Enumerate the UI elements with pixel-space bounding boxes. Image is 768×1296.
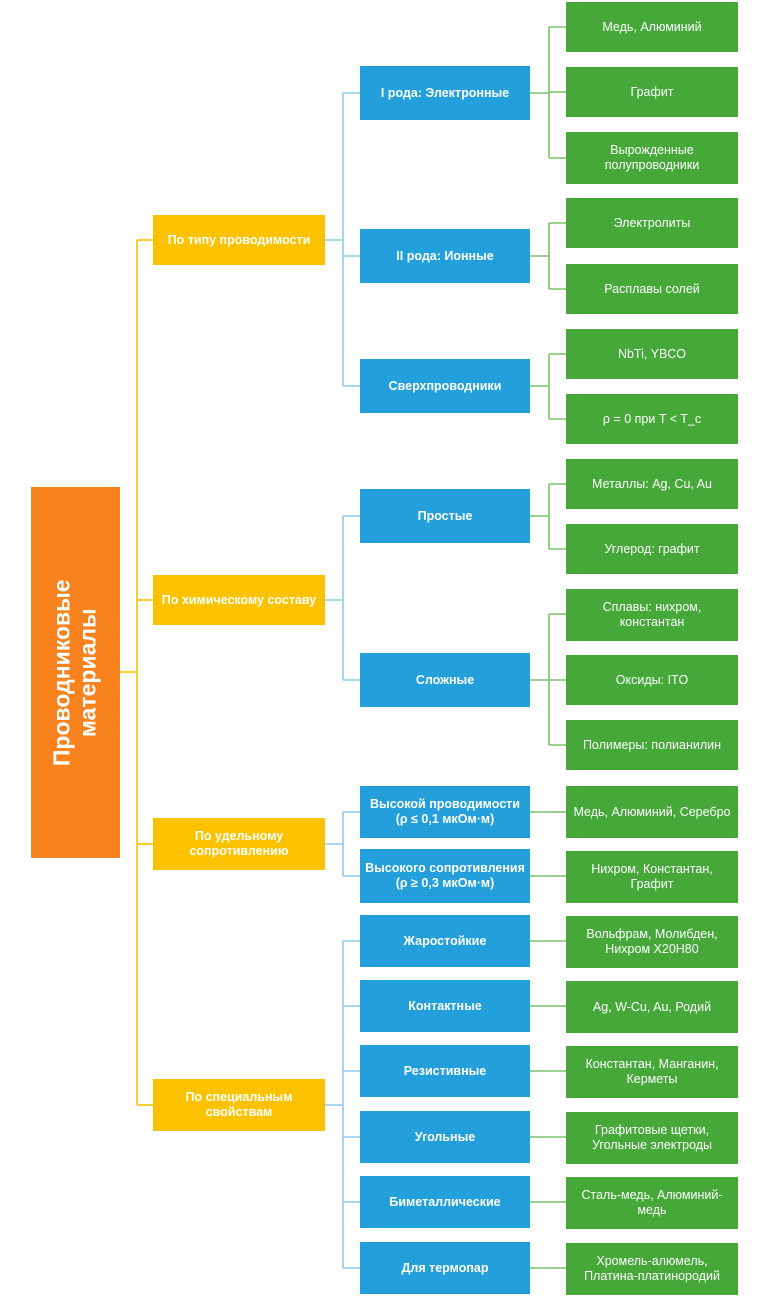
category-node-heat-resistant[interactable]: Жаростойкие xyxy=(360,915,530,967)
leaf-label: Графит xyxy=(630,84,674,99)
leaf-node[interactable]: Оксиды: ITO xyxy=(566,655,738,705)
category-label: II рода: Ионные xyxy=(396,248,494,263)
category-label: Биметаллические xyxy=(389,1194,501,1209)
leaf-label: Электролиты xyxy=(613,215,691,230)
leaf-label: Сталь-медь, Алюминий-медь xyxy=(581,1188,723,1217)
leaf-label: Медь, Алюминий xyxy=(602,19,702,34)
category-label: Угольные xyxy=(414,1129,476,1144)
leaf-label: Углерод: графит xyxy=(604,541,700,556)
leaf-node[interactable]: ρ = 0 при T < T_c xyxy=(566,394,738,444)
leaf-label: Нихром, Константан, Графит xyxy=(591,862,713,891)
category-label: Простые xyxy=(417,508,473,523)
category-node-high-resistance[interactable]: Высокого сопротивления (ρ ≥ 0,3 мкОм·м) xyxy=(360,849,530,903)
leaf-node[interactable]: Медь, Алюминий xyxy=(566,2,738,52)
category-node-contact[interactable]: Контактные xyxy=(360,980,530,1032)
branch-node-chemical-composition[interactable]: По химическому составу xyxy=(153,575,325,625)
category-node-complex[interactable]: Сложные xyxy=(360,653,530,707)
category-label: Высокой проводимости (ρ ≤ 0,1 мкОм·м) xyxy=(370,797,520,826)
leaf-label: Оксиды: ITO xyxy=(615,672,689,687)
leaf-label: Графитовые щетки, Угольные электроды xyxy=(591,1123,713,1152)
branch-label: По типу проводимости xyxy=(167,232,311,247)
branch-node-conductivity-type[interactable]: По типу проводимости xyxy=(153,215,325,265)
branch-label: По удельному сопротивлению xyxy=(189,829,289,858)
leaf-node[interactable]: Сплавы: нихром, константан xyxy=(566,589,738,641)
leaf-label: Медь, Алюминий, Серебро xyxy=(573,804,731,819)
leaf-label: ρ = 0 при T < T_c xyxy=(602,411,702,426)
category-label: Высокого сопротивления (ρ ≥ 0,3 мкОм·м) xyxy=(365,861,525,890)
category-label: Для термопар xyxy=(401,1260,489,1275)
category-node-electronic[interactable]: I рода: Электронные xyxy=(360,66,530,120)
category-node-thermocouple[interactable]: Для термопар xyxy=(360,1242,530,1294)
leaf-label: Вырожденные полупроводники xyxy=(604,143,700,172)
leaf-label: Константан, Манганин, Керметы xyxy=(585,1057,719,1086)
leaf-label: Вольфрам, Молибден, Нихром Х20Н80 xyxy=(586,927,718,956)
category-label: Сверхпроводники xyxy=(388,378,502,393)
leaf-label: Сплавы: нихром, константан xyxy=(602,600,702,629)
category-node-resistive[interactable]: Резистивные xyxy=(360,1045,530,1097)
category-node-carbon[interactable]: Угольные xyxy=(360,1111,530,1163)
leaf-node[interactable]: Сталь-медь, Алюминий-медь xyxy=(566,1177,738,1229)
leaf-node[interactable]: Электролиты xyxy=(566,198,738,248)
leaf-label: Хромель-алюмель, Платина-платинородий xyxy=(584,1254,720,1283)
leaf-node[interactable]: Нихром, Константан, Графит xyxy=(566,851,738,903)
leaf-label: Расплавы солей xyxy=(604,281,700,296)
leaf-label: Металлы: Ag, Cu, Au xyxy=(592,476,712,491)
leaf-node[interactable]: NbTi, YBCO xyxy=(566,329,738,379)
leaf-node[interactable]: Металлы: Ag, Cu, Au xyxy=(566,459,738,509)
branch-node-special-properties[interactable]: По специальным свойствам xyxy=(153,1079,325,1131)
leaf-node[interactable]: Вырожденные полупроводники xyxy=(566,132,738,184)
category-label: I рода: Электронные xyxy=(380,85,510,100)
branch-label: По специальным свойствам xyxy=(185,1090,293,1119)
category-node-bimetallic[interactable]: Биметаллические xyxy=(360,1176,530,1228)
leaf-label: NbTi, YBCO xyxy=(617,346,687,361)
leaf-node[interactable]: Графит xyxy=(566,67,738,117)
branch-node-resistivity[interactable]: По удельному сопротивлению xyxy=(153,818,325,870)
category-label: Контактные xyxy=(408,998,482,1013)
category-label: Жаростойкие xyxy=(403,933,487,948)
category-node-simple[interactable]: Простые xyxy=(360,489,530,543)
leaf-node[interactable]: Хромель-алюмель, Платина-платинородий xyxy=(566,1243,738,1295)
leaf-node[interactable]: Медь, Алюминий, Серебро xyxy=(566,786,738,838)
leaf-node[interactable]: Полимеры: полианилин xyxy=(566,720,738,770)
leaf-node[interactable]: Ag, W-Cu, Au, Родий xyxy=(566,981,738,1033)
leaf-node[interactable]: Константан, Манганин, Керметы xyxy=(566,1046,738,1098)
category-label: Резистивные xyxy=(403,1063,487,1078)
leaf-label: Ag, W-Cu, Au, Родий xyxy=(592,999,712,1014)
leaf-node[interactable]: Вольфрам, Молибден, Нихром Х20Н80 xyxy=(566,916,738,968)
category-label: Сложные xyxy=(415,672,475,687)
leaf-node[interactable]: Расплавы солей xyxy=(566,264,738,314)
branch-label: По химическому составу xyxy=(161,592,317,607)
leaf-node[interactable]: Графитовые щетки, Угольные электроды xyxy=(566,1112,738,1164)
leaf-node[interactable]: Углерод: графит xyxy=(566,524,738,574)
category-node-high-conductivity[interactable]: Высокой проводимости (ρ ≤ 0,1 мкОм·м) xyxy=(360,786,530,838)
category-node-superconductors[interactable]: Сверхпроводники xyxy=(360,359,530,413)
leaf-label: Полимеры: полианилин xyxy=(582,737,722,752)
category-node-ionic[interactable]: II рода: Ионные xyxy=(360,229,530,283)
